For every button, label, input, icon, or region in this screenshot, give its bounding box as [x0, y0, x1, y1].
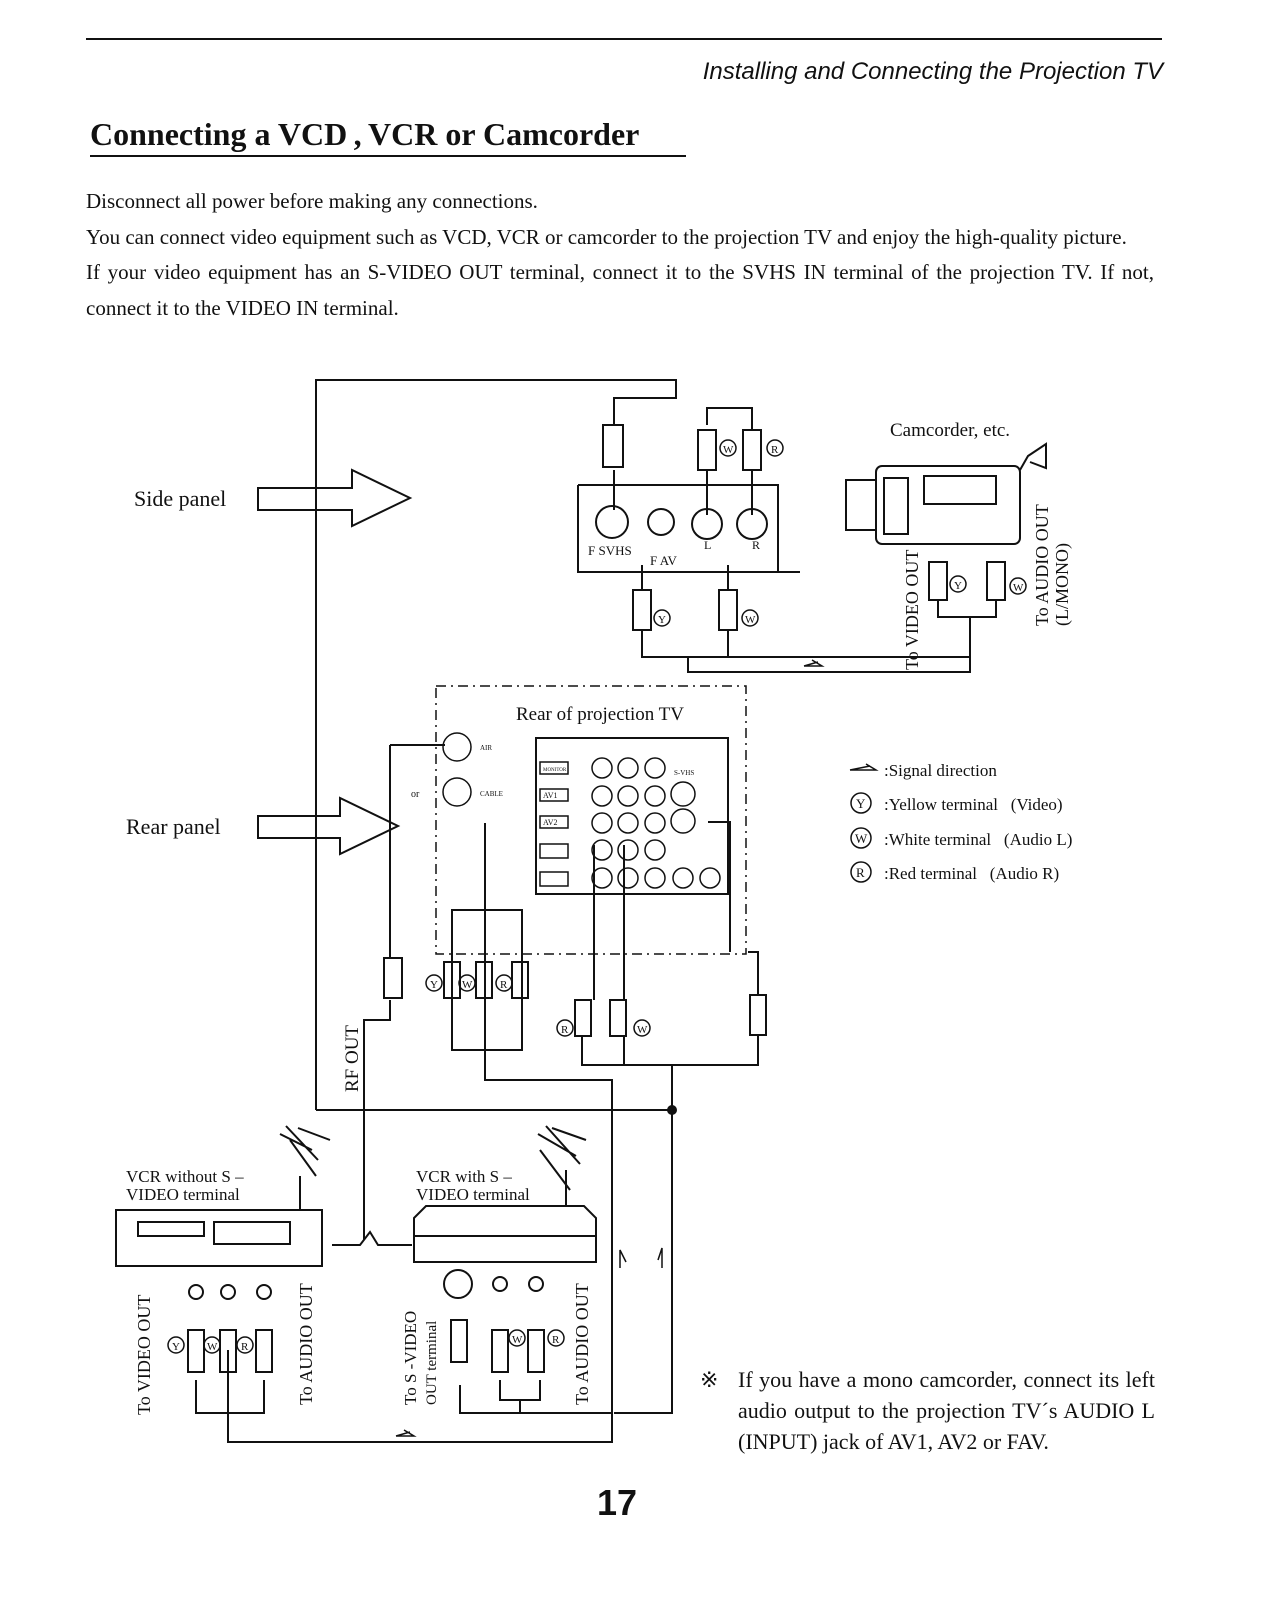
note-mark: ※	[700, 1367, 719, 1392]
vcr2-label-line1: VCR with S –	[416, 1167, 512, 1186]
vcr2-svideo-label-1: To S -VIDEO	[401, 1311, 420, 1405]
legend-red-icon: R	[856, 865, 865, 880]
av2-label: AV2	[543, 818, 558, 827]
cable-label: CABLE	[480, 790, 503, 798]
side-jack-panel	[577, 484, 800, 573]
page-title: Connecting a VCD , VCR or Camcorder	[90, 116, 686, 157]
rf-out-label: RF OUT	[342, 1025, 363, 1092]
legend-yellow: :Yellow terminal (Video)	[884, 795, 1063, 814]
rear-panel-arrow	[257, 796, 401, 856]
intro-text: Disconnect all power before making any c…	[86, 184, 1154, 326]
legend-red: :Red terminal (Audio R)	[884, 864, 1059, 883]
or-label: or	[411, 789, 420, 800]
yellow-terminal-label: Y	[172, 1341, 180, 1353]
white-terminal-label: W	[1013, 582, 1024, 594]
av1-label: AV1	[543, 791, 558, 800]
vcr1-label-line2: VIDEO terminal	[126, 1185, 240, 1204]
svhs-label: S-VHS	[674, 769, 694, 777]
page-number: 17	[597, 1482, 638, 1523]
white-terminal-label: W	[462, 979, 473, 991]
red-terminal-label: R	[500, 979, 508, 991]
red-terminal-label: R	[552, 1334, 560, 1346]
yellow-terminal-label: Y	[430, 979, 438, 991]
yellow-terminal-label: Y	[954, 580, 962, 592]
vcr1-audio-out-label: To AUDIO OUT	[296, 1283, 316, 1405]
cam-audio-mono-label: (L/MONO)	[1052, 543, 1073, 626]
section-header: Installing and Connecting the Projection…	[702, 58, 1163, 85]
camcorder-icon	[845, 442, 1047, 545]
intro-paragraph: Disconnect all power before making any c…	[86, 189, 538, 213]
red-terminal-label: R	[771, 444, 779, 456]
rear-tv-panel	[435, 685, 747, 955]
white-terminal-label: W	[745, 614, 756, 626]
white-terminal-label: W	[207, 1341, 218, 1353]
mono-camcorder-note: ※ If you have a mono camcorder, connect …	[700, 1364, 1155, 1457]
side-panel-arrow	[257, 468, 413, 528]
vcr1-video-out-label: To VIDEO OUT	[134, 1295, 154, 1415]
note-text: If you have a mono camcorder, connect it…	[738, 1367, 1155, 1454]
intro-paragraph: If your video equipment has an S-VIDEO O…	[86, 260, 1154, 320]
air-label: AIR	[480, 744, 492, 752]
legend-white: :White terminal (Audio L)	[884, 830, 1072, 849]
vcr2-label-line2: VIDEO terminal	[416, 1185, 530, 1204]
intro-paragraph: You can connect video equipment such as …	[86, 224, 1127, 249]
legend-yellow-icon: Y	[856, 796, 866, 811]
white-terminal-label: W	[637, 1024, 648, 1036]
header-rule	[86, 38, 1162, 40]
vcr2-svideo-label-2: OUT terminal	[424, 1321, 440, 1405]
legend	[849, 763, 879, 883]
cam-audio-out-label: To AUDIO OUT	[1032, 504, 1052, 626]
vcr1-label-line1: VCR without S –	[126, 1167, 244, 1186]
jack-l-label: L	[704, 538, 711, 552]
camcorder-label: Camcorder, etc.	[890, 420, 1010, 441]
white-terminal-label: W	[512, 1334, 523, 1346]
vcr2-audio-out-label: To AUDIO OUT	[572, 1283, 592, 1405]
rear-panel-label: Rear panel	[126, 814, 221, 839]
legend-white-icon: W	[855, 831, 868, 846]
cam-video-out-label: To VIDEO OUT	[902, 550, 922, 670]
rear-tv-label: Rear of projection TV	[516, 704, 684, 725]
jack-r-label: R	[752, 538, 760, 552]
monitor-label: MONITOR	[543, 768, 567, 773]
red-terminal-label: R	[241, 1341, 249, 1353]
fsvhs-label: F SVHS	[588, 543, 632, 558]
yellow-terminal-label: Y	[658, 614, 666, 626]
vcr-without-svideo-icon	[115, 1125, 331, 1267]
vcr-with-svideo-icon	[413, 1125, 597, 1373]
fav-label: F AV	[650, 553, 677, 568]
side-panel-label: Side panel	[134, 486, 226, 511]
legend-signal: :Signal direction	[884, 761, 997, 780]
red-terminal-label: R	[561, 1024, 569, 1036]
white-terminal-label: W	[723, 444, 734, 456]
